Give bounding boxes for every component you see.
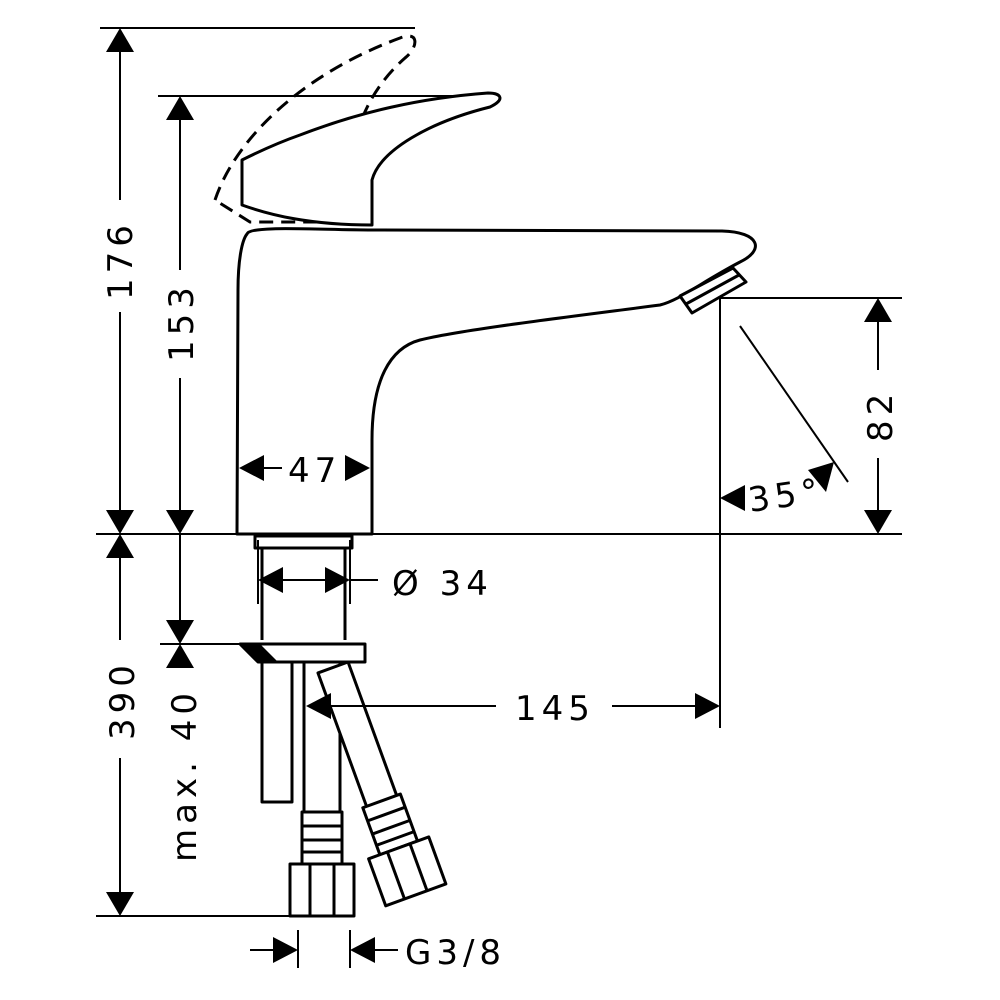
dim-connection-thread-label: G3/8	[405, 933, 506, 973]
extension-lines	[96, 27, 902, 968]
dim-spout-height: 153	[162, 96, 202, 534]
dim-connection-thread: G3/8	[250, 933, 506, 973]
faucet-body-outline	[235, 227, 757, 536]
dim-spray-angle-label: 35°	[746, 471, 826, 521]
mounting-assembly	[238, 534, 367, 664]
dim-total-height-label: 176	[101, 220, 141, 300]
dim-body-width: 47	[239, 451, 370, 491]
aerator	[678, 266, 748, 315]
dim-spout-height-label: 153	[162, 282, 202, 362]
dim-pipe-diameter-label: Ø 34	[392, 564, 493, 604]
dim-pipe-diameter: Ø 34	[257, 540, 493, 604]
dim-max-deck-thickness: max. 40	[165, 534, 205, 862]
supply-hose-angled	[316, 660, 448, 908]
dim-total-height: 176	[101, 28, 141, 534]
dim-body-width-label: 47	[288, 451, 341, 491]
dim-spout-clearance: 82	[861, 298, 901, 534]
threaded-rod	[260, 660, 294, 804]
dim-projection: 145	[306, 689, 720, 729]
dim-spray-angle: 35°	[720, 325, 849, 521]
dim-max-deck-thickness-label: max. 40	[165, 688, 205, 862]
dim-spout-clearance-label: 82	[861, 389, 901, 442]
dim-hose-length: 390	[103, 534, 143, 916]
dim-projection-label: 145	[515, 689, 595, 729]
dim-hose-length-label: 390	[103, 660, 143, 740]
lever-outline	[240, 91, 502, 227]
